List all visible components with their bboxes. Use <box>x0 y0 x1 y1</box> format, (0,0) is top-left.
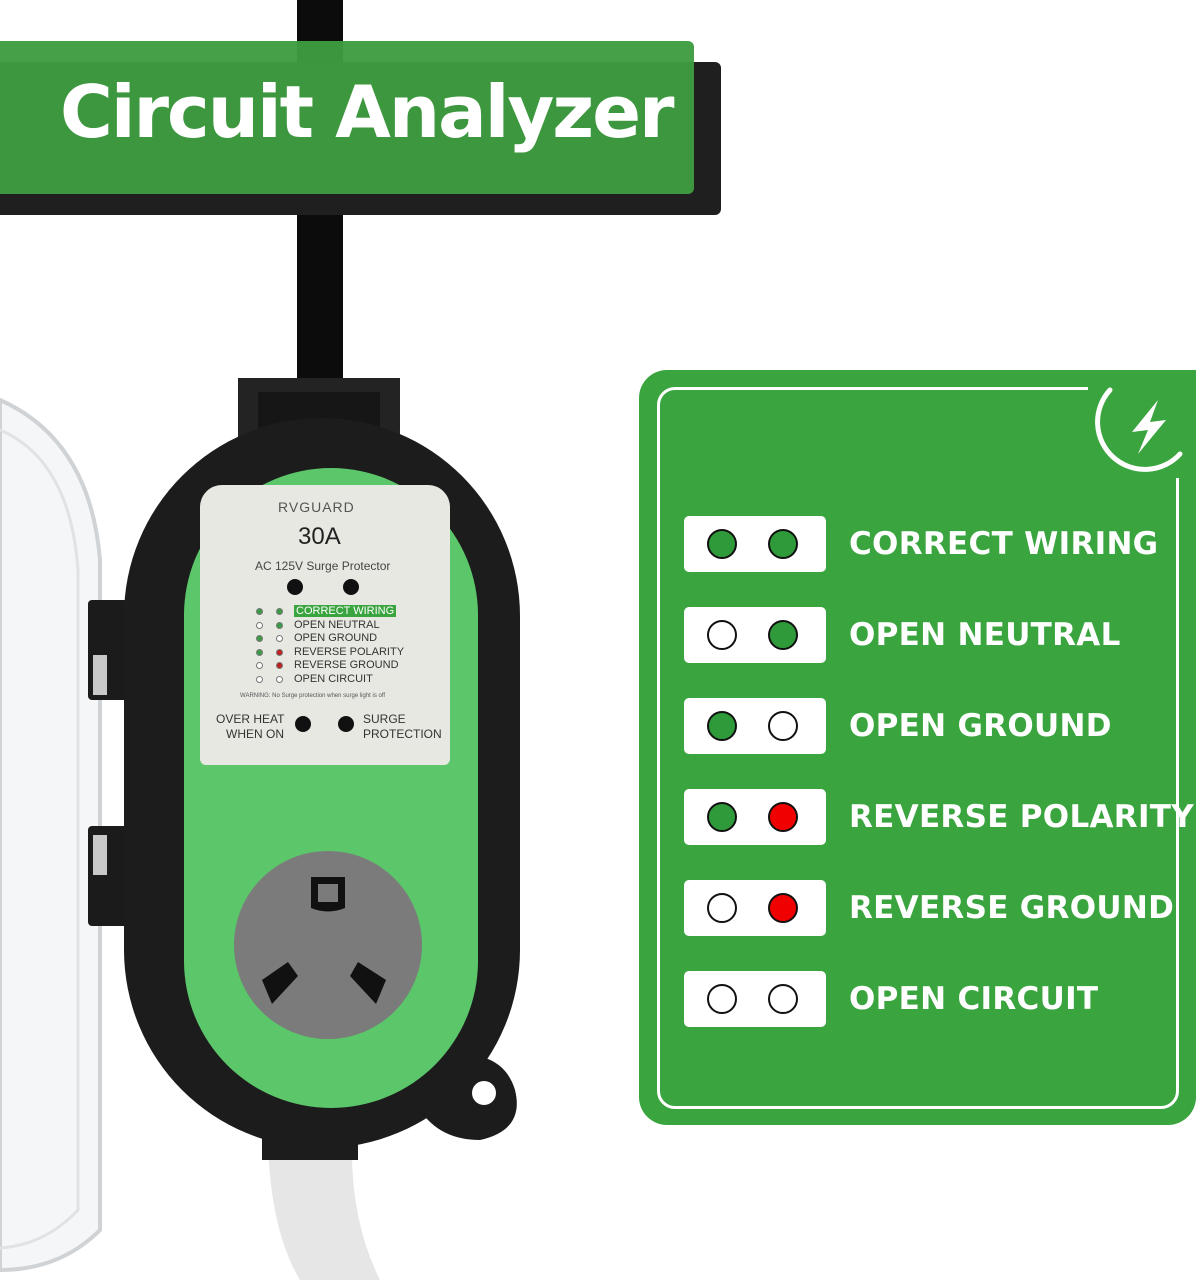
indicator-light-1 <box>287 579 303 595</box>
device-indicator-dot <box>256 608 263 615</box>
device-indicator-dot <box>256 675 263 683</box>
led-off-icon <box>768 711 798 741</box>
device-indicator-label: CORRECT WIRING <box>294 605 397 617</box>
led-indicator-box <box>684 880 826 936</box>
outlet-slot-right <box>350 962 386 1004</box>
led-off-icon <box>707 984 737 1014</box>
device-warning: WARNING: No Surge protection when surge … <box>240 693 386 699</box>
led-off-icon <box>707 620 737 650</box>
outlet-slot-left <box>262 962 298 1004</box>
device-indicator-dot <box>256 621 263 629</box>
hang-tab <box>420 1054 517 1140</box>
led-green-icon <box>707 802 737 832</box>
lightning-bolt-icon <box>1095 387 1183 472</box>
device-indicator-row: REVERSE GROUND <box>256 659 446 673</box>
led-green-icon <box>707 711 737 741</box>
device-amperage: 30A <box>298 523 341 550</box>
legend-row: OPEN GROUND <box>684 698 1200 754</box>
device-indicator-dot <box>256 662 263 669</box>
device-indicator-dot <box>276 621 283 629</box>
indicator-light-2 <box>343 579 359 595</box>
overheat-light <box>295 716 311 732</box>
title-banner <box>0 41 694 194</box>
device-indicator-dot <box>256 648 263 656</box>
legend-row-label: OPEN CIRCUIT <box>849 981 1099 1017</box>
device-label-card: RVGUARD 30A AC 125V Surge Protector CORR… <box>200 485 450 765</box>
device-indicator-dot <box>276 635 283 642</box>
legend-row: REVERSE GROUND <box>684 880 1200 936</box>
device-brand: RVGUARD <box>278 499 355 515</box>
device-indicator-row: REVERSE POLARITY <box>256 646 446 660</box>
device-indicator-label: OPEN CIRCUIT <box>294 672 373 685</box>
led-indicator-box <box>684 698 826 754</box>
bolt-badge <box>1088 370 1196 478</box>
legend-row: REVERSE POLARITY <box>684 789 1200 845</box>
led-indicator-box <box>684 607 826 663</box>
led-red-icon <box>768 802 798 832</box>
device-indicator-row: OPEN CIRCUIT <box>256 673 446 687</box>
legend-row-label: REVERSE POLARITY <box>849 799 1194 835</box>
device-indicator-dot <box>276 675 283 683</box>
device-indicator-dot <box>276 648 283 656</box>
led-indicator-box <box>684 516 826 572</box>
clear-lid <box>0 397 102 1273</box>
led-green-icon <box>707 529 737 559</box>
led-indicator-box <box>684 789 826 845</box>
overheat-label-2: WHEN ON <box>226 727 284 741</box>
surge-light <box>338 716 354 732</box>
legend-row-label: CORRECT WIRING <box>849 526 1159 562</box>
legend-row-label: REVERSE GROUND <box>849 890 1175 926</box>
device-indicator-row: OPEN NEUTRAL <box>256 619 446 633</box>
device-indicator-label: REVERSE POLARITY <box>294 645 405 658</box>
surge-label-1: SURGE <box>363 712 406 726</box>
device-indicator-label: OPEN NEUTRAL <box>294 618 380 631</box>
device-subtitle: AC 125V Surge Protector <box>255 559 391 573</box>
legend-panel-border <box>657 387 1179 1109</box>
device-indicator-dot <box>276 608 283 615</box>
led-off-icon <box>768 984 798 1014</box>
device-indicator-dot <box>256 635 263 642</box>
led-green-icon <box>768 620 798 650</box>
legend-row: OPEN NEUTRAL <box>684 607 1200 663</box>
legend-row: CORRECT WIRING <box>684 516 1200 572</box>
led-red-icon <box>768 893 798 923</box>
device-indicator-row: CORRECT WIRING <box>256 605 446 619</box>
legend-row-label: OPEN GROUND <box>849 708 1112 744</box>
device-indicator-label: REVERSE GROUND <box>294 659 399 671</box>
bottom-cable <box>268 1140 380 1280</box>
device-indicator-row: OPEN GROUND <box>256 632 446 646</box>
led-indicator-box <box>684 971 826 1027</box>
led-green-icon <box>768 529 798 559</box>
legend-row: OPEN CIRCUIT <box>684 971 1200 1027</box>
page-title: Circuit Analyzer <box>60 70 675 154</box>
device-indicator-label: OPEN GROUND <box>294 632 378 644</box>
overheat-label-1: OVER HEAT <box>216 712 285 726</box>
led-off-icon <box>707 893 737 923</box>
device-indicator-dot <box>276 662 283 669</box>
legend-row-label: OPEN NEUTRAL <box>849 617 1121 653</box>
surge-label-2: PROTECTION <box>363 727 442 741</box>
